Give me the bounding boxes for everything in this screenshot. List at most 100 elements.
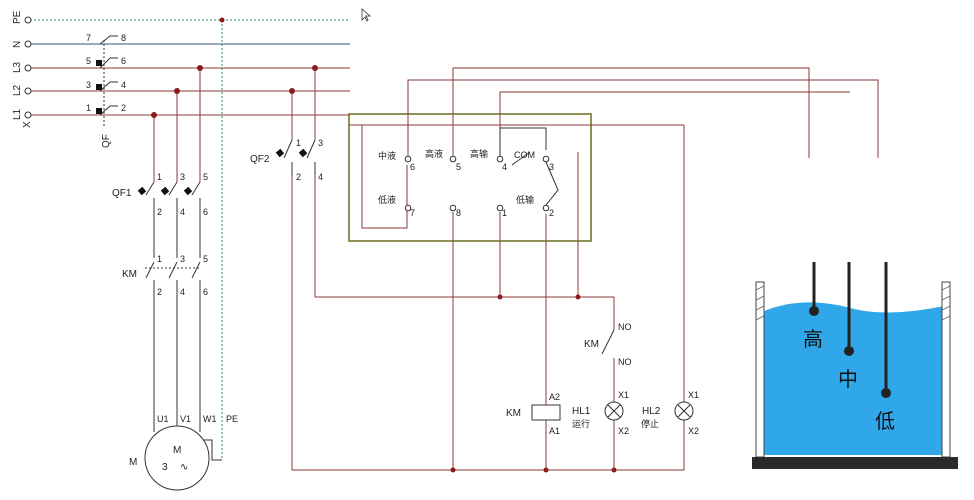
qf-term-7: 7: [86, 33, 91, 43]
hl2-x1: X1: [688, 390, 699, 400]
qf2-l2-junction: [289, 88, 295, 94]
term-name-mid: 中液: [378, 150, 396, 162]
term-num-7: 7: [410, 208, 415, 218]
bus-bars: PE N L3 L2 L1 X: [12, 10, 350, 128]
qf-term-6: 6: [121, 56, 126, 66]
qf1-bottom-2: 2: [157, 207, 162, 217]
lamp-hl2: HL2 停止 X1 X2: [641, 390, 699, 436]
probe-high-icon: [809, 306, 819, 316]
qf-label: QF: [101, 134, 112, 148]
qf1-top-3: 3: [180, 172, 185, 182]
tank-base: [752, 457, 958, 469]
water-tank: 高 中 低: [752, 262, 958, 469]
junction-dots: [450, 294, 617, 473]
probe-mid-label: 中: [838, 367, 858, 391]
motor-term-w1: W1: [203, 414, 217, 424]
qf1-bottom-6: 6: [203, 207, 208, 217]
term-name-low: 低液: [378, 194, 396, 206]
hl2-label: HL2: [642, 406, 661, 417]
km-top-1: 1: [157, 254, 162, 264]
km-top-5: 5: [203, 254, 208, 264]
km-bottom-2: 2: [157, 287, 162, 297]
bus-label-n: N: [12, 41, 23, 48]
term-num-1: 1: [502, 208, 507, 218]
motor-m: M 3 ∿ M U1 V1 W1 PE: [129, 414, 238, 491]
term-num-5: 5: [456, 162, 461, 172]
qf2-label: QF2: [250, 154, 270, 165]
probe-low-icon: [881, 388, 891, 398]
qf-term-8: 8: [121, 33, 126, 43]
term-num-3: 3: [549, 162, 554, 172]
term-name-high-out: 高输: [470, 148, 488, 160]
coil-icon: [531, 404, 561, 421]
km-aux-label: KM: [584, 339, 599, 350]
hl1-label: HL1: [572, 406, 591, 417]
x-label: X: [22, 121, 33, 128]
qf2-top-1: 1: [296, 138, 301, 148]
n-terminal: [24, 40, 32, 48]
ac-symbol-icon: ∿: [180, 462, 188, 473]
qf-term-3: 3: [86, 80, 91, 90]
qf1-label: QF1: [112, 188, 132, 199]
qf1-bottom-4: 4: [180, 207, 185, 217]
coil-label: KM: [506, 408, 521, 419]
breaker-latch-l2: [96, 84, 102, 90]
l3-junction: [197, 65, 203, 71]
motor-label: M: [129, 457, 137, 468]
contactor-km-main: KM 1 3 5 2 4 6: [122, 254, 208, 420]
term-num-8: 8: [456, 208, 461, 218]
qf2-l3-junction: [312, 65, 318, 71]
l2-junction: [174, 88, 180, 94]
bus-label-l3: L3: [12, 61, 23, 73]
motor-inner-label: M: [173, 445, 181, 456]
hl1-sub: 运行: [572, 418, 590, 430]
breaker-latch-l1: [96, 108, 102, 114]
hl1-x2: X2: [618, 426, 629, 436]
qf1-top-1: 1: [157, 172, 162, 182]
control-wiring: [291, 67, 879, 471]
breaker-qf2: QF2 1 3 2 4: [250, 65, 323, 182]
km-main-label: KM: [122, 269, 137, 280]
coil-a2: A2: [549, 392, 560, 402]
hl2-sub: 停止: [641, 418, 659, 430]
km-aux-top: NO: [618, 322, 632, 332]
term-name-high: 高液: [425, 148, 443, 160]
qf-term-4: 4: [121, 80, 126, 90]
pe-terminal: [24, 16, 32, 24]
lamp-hl1: HL1 运行 X1 X2: [572, 390, 629, 436]
km-bottom-6: 6: [203, 287, 208, 297]
coil-a1: A1: [549, 426, 560, 436]
breaker-latch-l3: [96, 60, 102, 66]
motor-term-u1: U1: [157, 414, 169, 424]
bus-label-l2: L2: [12, 84, 23, 96]
term-name-com: COM: [514, 150, 535, 160]
breaker-qf1: QF1 1 3 5 2 4 6: [112, 172, 208, 258]
motor-term-v1: V1: [180, 414, 191, 424]
water-fill: [762, 302, 944, 455]
km-aux-contact: KM NO NO: [584, 322, 632, 367]
qf2-top-3: 3: [318, 138, 323, 148]
main-breaker-qf: 7 8 5 6 3 4 1 2 QF: [86, 33, 126, 148]
term-name-low-out: 低输: [516, 194, 534, 206]
qf2-bottom-2: 2: [296, 172, 301, 182]
qf2-bottom-4: 4: [318, 172, 323, 182]
qf-term-5: 5: [86, 56, 91, 66]
motor-icon: [144, 425, 210, 491]
phase-feeders: [151, 65, 203, 182]
bus-label-l1: L1: [12, 108, 23, 120]
qf-term-1: 1: [86, 103, 91, 113]
km-aux-bottom: NO: [618, 357, 632, 367]
term-num-2: 2: [549, 208, 554, 218]
hl2-x2: X2: [688, 426, 699, 436]
controller-box: [348, 113, 592, 242]
l1-terminal: [24, 111, 32, 119]
level-controller: 中液 6 高液 5 高输 4 COM 3 低液 7 8 1 低输 2: [348, 113, 592, 242]
km-top-3: 3: [180, 254, 185, 264]
motor-term-pe: PE: [226, 414, 238, 424]
probe-high-label: 高: [803, 327, 823, 351]
term-num-6: 6: [410, 162, 415, 172]
motor-phase: 3: [162, 462, 168, 473]
l2-terminal: [24, 87, 32, 95]
